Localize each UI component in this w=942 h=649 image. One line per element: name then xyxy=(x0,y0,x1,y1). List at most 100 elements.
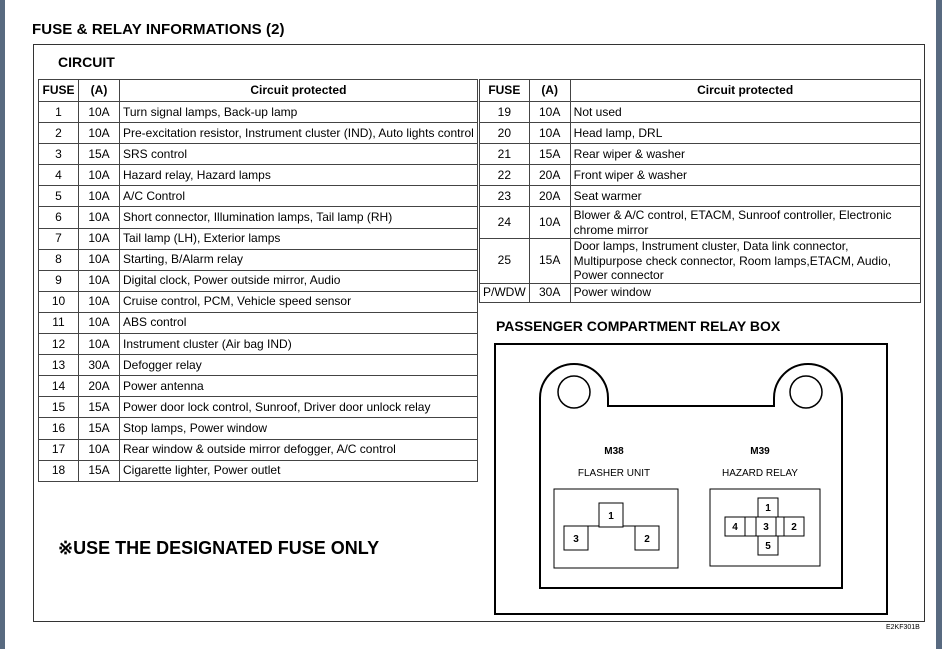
amperage-cell: 20A xyxy=(78,375,120,398)
relay-box-diagram: M38 FLASHER UNIT 1 3 2 M39 HAZARD RELAY … xyxy=(494,343,888,615)
m38-connector-frame xyxy=(553,488,679,569)
figure-code: E2KF301B xyxy=(886,624,920,631)
m38-pin-box xyxy=(598,502,624,528)
circuit-cell: Pre-excitation resistor, Instrument clus… xyxy=(119,122,478,145)
m39-pin-box xyxy=(757,535,779,556)
circuit-cell: ABS control xyxy=(119,311,478,335)
relay-bracket-outline xyxy=(539,363,843,589)
m39-pin-4: 4 xyxy=(732,522,738,533)
m38-code: M38 xyxy=(604,446,624,457)
circuit-cell: SRS control xyxy=(119,143,478,166)
fuse-number-cell: 4 xyxy=(38,164,79,187)
m38-pin-1: 1 xyxy=(608,511,614,522)
circuit-cell: Head lamp, DRL xyxy=(569,122,921,144)
m38-pin-box xyxy=(634,525,660,551)
fuse-number-cell: 7 xyxy=(38,227,79,250)
fuse-number-cell: 14 xyxy=(38,375,79,398)
fuse-number-cell: 13 xyxy=(38,354,79,377)
circuit-cell: Front wiper & washer xyxy=(569,164,921,186)
fuse-number-cell: 24 xyxy=(479,206,530,239)
fuse-number-cell: 18 xyxy=(38,459,79,482)
circuit-cell: Digital clock, Power outside mirror, Aud… xyxy=(119,269,478,292)
amperage-cell: 15A xyxy=(78,459,120,482)
circuit-cell: Turn signal lamps, Back-up lamp xyxy=(119,100,478,124)
m38-pin-box xyxy=(563,525,589,551)
window-edge-right xyxy=(936,0,942,649)
amperage-cell: 10A xyxy=(78,227,120,250)
header-fuse: FUSE xyxy=(38,79,79,102)
m39-name: HAZARD RELAY xyxy=(722,468,798,479)
circuit-cell: Cigarette lighter, Power outlet xyxy=(119,459,478,482)
circuit-cell: Blower & A/C control, ETACM, Sunroof con… xyxy=(569,206,921,239)
m39-pin-box xyxy=(724,516,746,537)
amperage-cell: 15A xyxy=(528,238,571,284)
amperage-cell: 10A xyxy=(78,333,120,356)
amperage-cell: 10A xyxy=(528,206,571,239)
circuit-cell: Cruise control, PCM, Vehicle speed senso… xyxy=(119,290,478,313)
fuse-number-cell: 11 xyxy=(38,311,79,335)
m39-code: M39 xyxy=(750,446,770,457)
header-circuit: Circuit protected xyxy=(119,79,478,102)
m39-connector-frame xyxy=(709,488,821,567)
circuit-cell: Seat warmer xyxy=(569,185,921,207)
fuse-number-cell: 21 xyxy=(479,143,530,165)
circuit-cell: Tail lamp (LH), Exterior lamps xyxy=(119,227,478,250)
circuit-cell: Short connector, Illumination lamps, Tai… xyxy=(119,206,478,229)
circuit-cell: Power door lock control, Sunroof, Driver… xyxy=(119,396,478,419)
m38-pin-2: 2 xyxy=(644,534,650,545)
fuse-number-cell: 15 xyxy=(38,396,79,419)
circuit-cell: Rear window & outside mirror defogger, A… xyxy=(119,438,478,461)
fuse-number-cell: P/WDW xyxy=(479,282,530,303)
amperage-cell: 15A xyxy=(528,143,571,165)
circuit-cell: Stop lamps, Power window xyxy=(119,417,478,440)
fuse-number-cell: 19 xyxy=(479,101,530,123)
fuse-number-cell: 5 xyxy=(38,185,79,208)
amperage-cell: 30A xyxy=(78,354,120,377)
m39-pin-3: 3 xyxy=(763,522,769,533)
circuit-cell: Power antenna xyxy=(119,375,478,398)
header-fuse: FUSE xyxy=(479,79,530,102)
amperage-cell: 10A xyxy=(78,206,120,229)
relay-box-title: PASSENGER COMPARTMENT RELAY BOX xyxy=(496,318,781,334)
circuit-cell: Instrument cluster (Air bag IND) xyxy=(119,333,478,356)
fuse-number-cell: 6 xyxy=(38,206,79,229)
amperage-cell: 20A xyxy=(528,164,571,186)
m39-pin-1: 1 xyxy=(765,503,771,514)
fuse-number-cell: 17 xyxy=(38,438,79,461)
amperage-cell: 10A xyxy=(78,269,120,292)
circuit-cell: Hazard relay, Hazard lamps xyxy=(119,164,478,187)
window-edge-left xyxy=(0,0,5,649)
circuit-cell: Not used xyxy=(569,101,921,123)
amperage-cell: 10A xyxy=(78,248,120,271)
amperage-cell: 10A xyxy=(78,100,120,124)
amperage-cell: 10A xyxy=(78,122,120,145)
circuit-cell: A/C Control xyxy=(119,185,478,208)
header-amp: (A) xyxy=(78,79,120,102)
amperage-cell: 15A xyxy=(78,396,120,419)
circuit-cell: Starting, B/Alarm relay xyxy=(119,248,478,271)
fuse-number-cell: 12 xyxy=(38,333,79,356)
mounting-hole-right xyxy=(789,375,823,409)
circuit-cell: Door lamps, Instrument cluster, Data lin… xyxy=(569,238,921,284)
amperage-cell: 10A xyxy=(78,185,120,208)
amperage-cell: 10A xyxy=(78,290,120,313)
section-title: CIRCUIT xyxy=(58,54,115,70)
